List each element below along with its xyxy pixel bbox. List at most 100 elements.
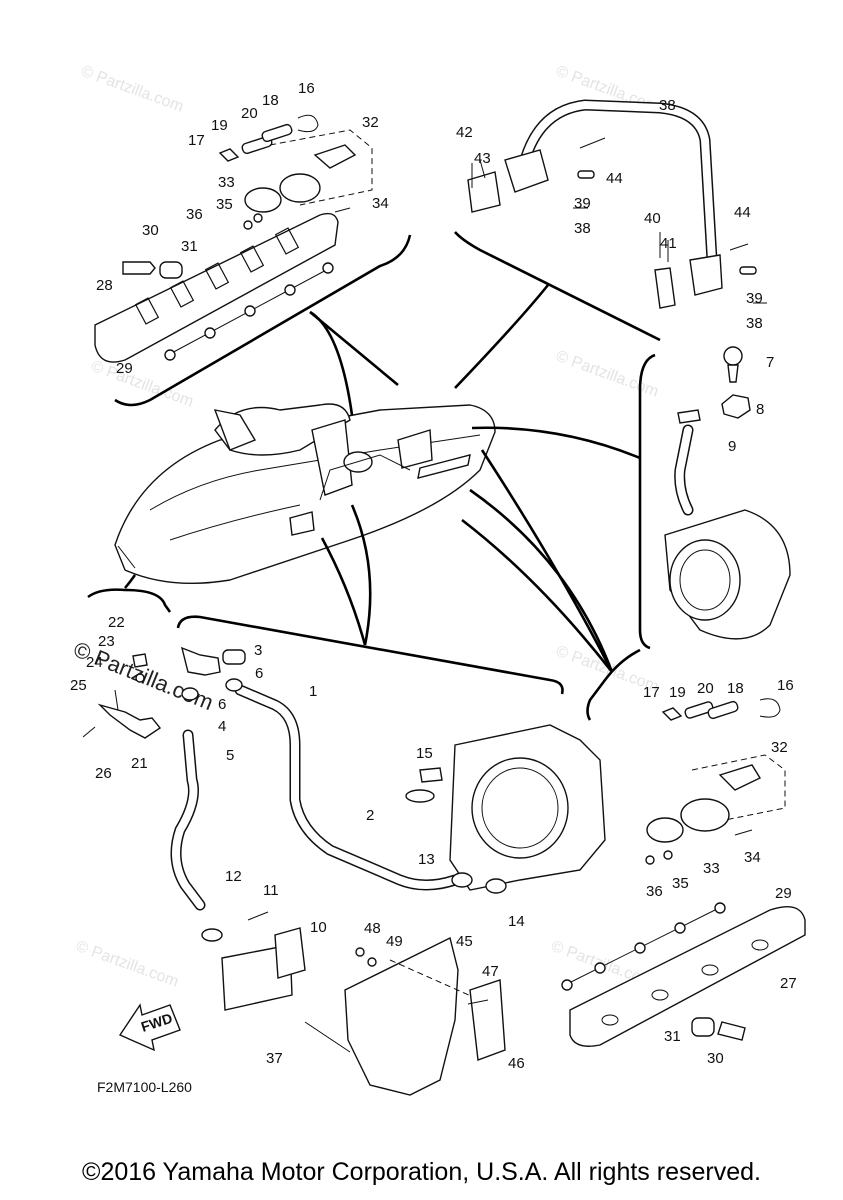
nut-part (661, 707, 683, 721)
box-part (221, 944, 293, 1011)
clamp-plate-part (97, 703, 162, 739)
callout-27: 27 (780, 975, 797, 992)
callout-39: 39 (574, 195, 591, 212)
hook-block-part (504, 149, 549, 193)
callout-38: 38 (659, 97, 676, 114)
callout-18: 18 (727, 680, 744, 697)
callout-15: 15 (416, 745, 433, 762)
group-bracket (638, 353, 656, 650)
bottom-right-assembly: 16 17 19 20 18 32 34 33 35 36 29 27 31 3… (561, 677, 806, 1067)
callout-7: 7 (766, 354, 774, 371)
callout-22: 22 (108, 614, 125, 631)
callout-8: 8 (756, 401, 764, 418)
callout-36: 36 (186, 206, 203, 223)
group-bracket (586, 648, 641, 721)
arrow (309, 310, 354, 416)
callout-3: 3 (254, 642, 262, 659)
callout-35: 35 (672, 875, 689, 892)
callout-17: 17 (643, 684, 660, 701)
rod-part (564, 904, 726, 986)
callout-48: 48 (364, 920, 381, 937)
callout-35: 35 (216, 196, 233, 213)
callout-25: 25 (70, 677, 87, 694)
callout-34: 34 (744, 849, 761, 866)
callout-38: 38 (746, 315, 763, 332)
callout-10: 10 (310, 919, 327, 936)
hose-clamp-part (405, 789, 435, 803)
group-bracket (114, 234, 412, 407)
bolt-part (122, 261, 156, 275)
copyright-notice: ©2016 Yamaha Motor Corporation, U.S.A. A… (82, 1158, 761, 1186)
callout-13: 13 (418, 851, 435, 868)
lower-brackets (87, 588, 641, 721)
nut-part (721, 394, 751, 419)
callout-40: 40 (644, 210, 661, 227)
watermark: © Partzilla.com (554, 348, 661, 401)
group-bracket (176, 615, 564, 695)
callout-11: 11 (263, 882, 279, 899)
callout-24: 24 (86, 654, 103, 671)
callout-17: 17 (188, 132, 205, 149)
panel-cover-part (344, 936, 459, 1096)
callout-20: 20 (241, 105, 258, 122)
callout-18: 18 (262, 92, 279, 109)
top-left-assembly: 16 18 20 19 17 32 33 35 36 34 30 31 28 2… (94, 80, 412, 407)
callout-6: 6 (218, 696, 226, 713)
electrical-box-assembly: 12 11 10 (201, 868, 327, 1011)
callout-29: 29 (116, 360, 133, 377)
callout-33: 33 (218, 174, 235, 191)
callout-49: 49 (386, 933, 403, 950)
callout-39: 39 (746, 290, 763, 307)
side-grip-part (417, 454, 471, 479)
left-hose-assembly: 22 23 24 25 26 21 3 6 6 4 5 1 2 (70, 614, 461, 911)
callout-12: 12 (225, 868, 242, 885)
callout-45: 45 (456, 933, 473, 950)
callout-44: 44 (606, 170, 623, 187)
callout-41: 41 (660, 235, 677, 252)
watermark: © Partzilla.com (79, 63, 186, 116)
callout-16: 16 (777, 677, 794, 694)
fitting-part (180, 646, 221, 676)
callout-16: 16 (298, 80, 315, 97)
right-jet-pump-assembly: 7 8 9 (638, 346, 791, 650)
callout-34: 34 (372, 195, 389, 212)
forward-arrow-icon: FWD (118, 1003, 181, 1052)
callout-20: 20 (697, 680, 714, 697)
group-bracket (87, 588, 172, 613)
callout-5: 5 (226, 747, 234, 764)
callout-31: 31 (181, 238, 198, 255)
callout-1: 1 (309, 683, 317, 700)
callout-46: 46 (508, 1055, 525, 1072)
handle-grip-part (569, 906, 806, 1047)
callout-43: 43 (474, 150, 491, 167)
collar-part (159, 261, 183, 279)
callout-32: 32 (362, 114, 379, 131)
nut-part (218, 148, 240, 162)
diagram-code: F2M7100-L260 (97, 1079, 192, 1095)
bolt-part (717, 1021, 746, 1041)
watermark: © Partzilla.com (74, 938, 181, 991)
callout-37: 37 (266, 1050, 283, 1067)
callout-6: 6 (255, 665, 263, 682)
callout-4: 4 (218, 718, 226, 735)
callout-9: 9 (728, 438, 736, 455)
callout-29: 29 (775, 885, 792, 902)
cap-part (723, 346, 743, 366)
callout-36: 36 (646, 883, 663, 900)
callout-30: 30 (142, 222, 159, 239)
collar-part (691, 1017, 715, 1037)
callout-42: 42 (456, 124, 473, 141)
pump-mount-assembly: 15 13 14 (405, 724, 606, 930)
callout-38: 38 (574, 220, 591, 237)
callout-31: 31 (664, 1028, 681, 1045)
callout-33: 33 (703, 860, 720, 877)
callout-2: 2 (366, 807, 374, 824)
callout-26: 26 (95, 765, 112, 782)
callout-23: 23 (98, 633, 115, 650)
callout-14: 14 (508, 913, 525, 930)
watercraft-hull (114, 403, 496, 585)
callout-19: 19 (211, 117, 228, 134)
callout-28: 28 (96, 277, 113, 294)
group-bracket (454, 231, 661, 342)
